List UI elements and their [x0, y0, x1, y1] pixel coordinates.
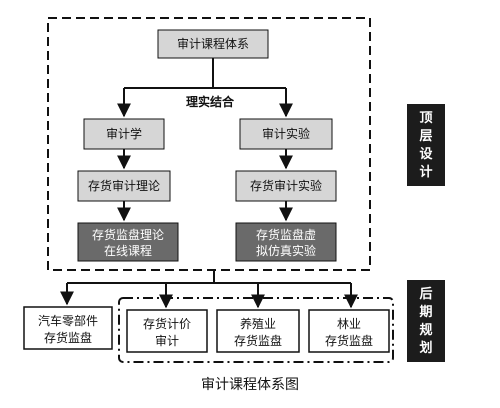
node-auto-parts-line2: 存货监盘 [44, 330, 92, 345]
node-inventory-experiment: 存货审计实验 [235, 170, 337, 202]
node-online-course-line1: 存货监盘理论 [92, 227, 164, 242]
node-root-label: 审计课程体系 [177, 36, 249, 51]
node-simulation: 存货监盘虚 拟仿真实验 [235, 222, 337, 262]
node-online-course-line2: 在线课程 [104, 243, 152, 258]
node-inventory-valuation: 存货计价 审计 [126, 309, 208, 353]
side-top-char-4: 计 [419, 164, 432, 180]
node-forestry: 林业 存货监盘 [308, 309, 390, 353]
side-future-char-4: 划 [419, 340, 432, 356]
side-future-char-1: 后 [419, 286, 432, 302]
node-auto-parts-line1: 汽车零部件 [38, 313, 98, 328]
side-future-char-3: 规 [419, 323, 432, 338]
node-inventory-experiment-label: 存货审计实验 [250, 178, 322, 193]
node-inventory-valuation-line1: 存货计价 [143, 316, 191, 331]
figure-caption: 审计课程体系图 [201, 377, 299, 393]
node-inventory-theory: 存货审计理论 [77, 170, 171, 202]
node-root: 审计课程体系 [157, 29, 269, 59]
side-label-future-plan: 后 期 规 划 [407, 280, 445, 362]
node-simulation-line2: 拟仿真实验 [256, 243, 316, 258]
side-top-char-1: 顶 [419, 111, 432, 126]
node-inventory-valuation-line2: 审计 [155, 333, 179, 348]
node-experiment: 审计实验 [239, 118, 333, 150]
node-inventory-theory-label: 存货审计理论 [88, 178, 160, 193]
root-connector [117, 58, 293, 118]
node-audit-label: 审计学 [106, 126, 142, 141]
node-audit: 审计学 [83, 118, 165, 150]
side-top-char-3: 设 [419, 147, 433, 162]
future-plan-frame [118, 297, 394, 363]
node-online-course: 存货监盘理论 在线课程 [77, 222, 179, 262]
node-breeding-line1: 养殖业 [240, 316, 276, 331]
node-simulation-line1: 存货监盘虚 [256, 227, 316, 242]
node-auto-parts: 汽车零部件 存货监盘 [23, 306, 113, 350]
side-future-char-2: 期 [419, 305, 432, 320]
node-breeding: 养殖业 存货监盘 [216, 309, 300, 353]
edge-label: 理实结合 [186, 94, 235, 109]
top-design-frame [47, 17, 371, 271]
node-experiment-label: 审计实验 [262, 126, 310, 141]
node-forestry-line2: 存货监盘 [325, 333, 373, 348]
node-breeding-line2: 存货监盘 [234, 333, 282, 348]
node-forestry-line1: 林业 [337, 317, 361, 331]
bottom-connector [60, 270, 358, 309]
side-top-char-2: 层 [419, 129, 432, 144]
side-label-top-design: 顶 层 设 计 [407, 104, 445, 186]
